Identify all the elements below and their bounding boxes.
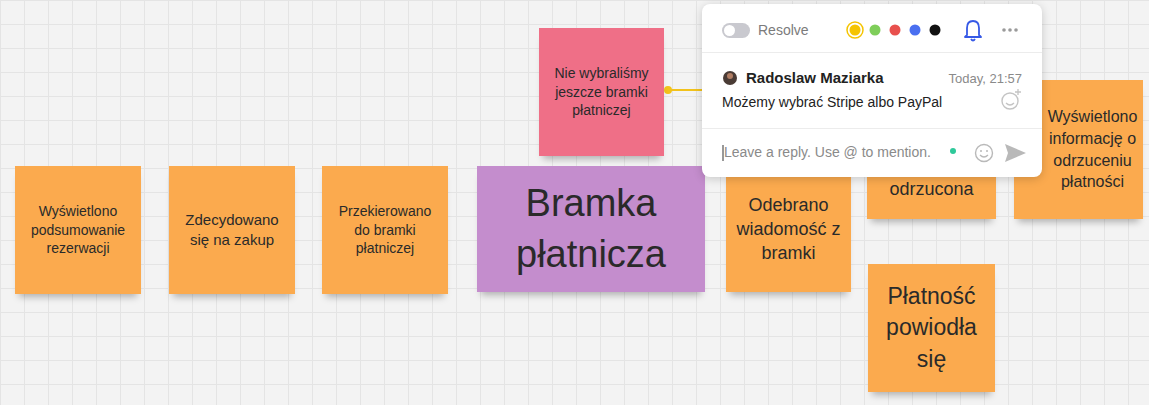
note-text: Zdecydowano się na zakup — [181, 210, 283, 251]
note-text: odrzucona — [875, 177, 988, 201]
reaction-icon — [1002, 93, 1018, 109]
divider — [702, 52, 1042, 53]
reaction-smile — [1006, 103, 1014, 105]
color-dot — [910, 25, 921, 36]
emoji-icon — [976, 145, 993, 162]
toggle — [722, 23, 750, 38]
author-name: Radoslaw Maziarka — [746, 69, 884, 86]
color-dot — [890, 25, 901, 36]
note-text: Przekierowano do bramki płatniczej — [336, 202, 434, 259]
hotspot-note: Nie wybraliśmy jeszcze bramki płatniczej — [539, 28, 664, 156]
divider — [702, 128, 1042, 129]
more-dot — [1008, 28, 1012, 32]
event-note: Przekierowano do bramki płatniczej — [322, 166, 448, 294]
note-text: Bramka płatnicza — [491, 178, 691, 281]
caret — [723, 145, 724, 161]
comment-time: Today, 21:57 — [949, 71, 1022, 86]
event-note: Wyświetlono podsumowanie rezerwacji — [15, 166, 141, 294]
color-dot — [850, 25, 861, 36]
leader-line — [668, 89, 702, 91]
reaction-plus — [1015, 89, 1021, 95]
emoji-smile — [980, 155, 988, 157]
emoji-eye — [986, 150, 988, 152]
resolve-label: Resolve — [758, 22, 809, 38]
event-note: Płatność powiodła się — [868, 264, 995, 392]
color-ring — [847, 22, 863, 38]
color-dot — [930, 25, 941, 36]
comment-popup: ResolveRadoslaw Maziarka Today, 21:57Może… — [702, 4, 1042, 177]
more-dot — [1014, 28, 1018, 32]
bell-icon — [965, 21, 981, 41]
aggregate-note: Bramka płatnicza — [477, 166, 705, 292]
note-text: Wyświetlono informację o odrzuceniu płat… — [1046, 106, 1139, 192]
reply-placeholder: Leave a reply. Use @ to mention. — [724, 144, 931, 160]
toggle-knob — [724, 25, 735, 36]
event-note: Zdecydowano się na zakup — [169, 166, 295, 294]
note-text: Wyświetlono podsumowanie rezerwacji — [27, 202, 129, 259]
note-text: Płatność powiodła się — [878, 281, 985, 374]
event-note: Odebrano wiadomość z bramki — [726, 166, 851, 292]
more-dot — [1002, 28, 1006, 32]
color-dot — [870, 25, 881, 36]
leader-dot — [664, 86, 672, 94]
note-text: Nie wybraliśmy jeszcze bramki płatniczej — [553, 64, 650, 121]
comment-text: Możemy wybrać Stripe albo PayPal — [722, 94, 942, 110]
send-icon — [1005, 144, 1026, 162]
note-text: Odebrano wiadomość z bramki — [736, 193, 841, 266]
status-dot — [950, 148, 956, 154]
avatar — [723, 71, 737, 85]
emoji-eye — [980, 150, 982, 152]
avatar-face — [727, 73, 733, 79]
